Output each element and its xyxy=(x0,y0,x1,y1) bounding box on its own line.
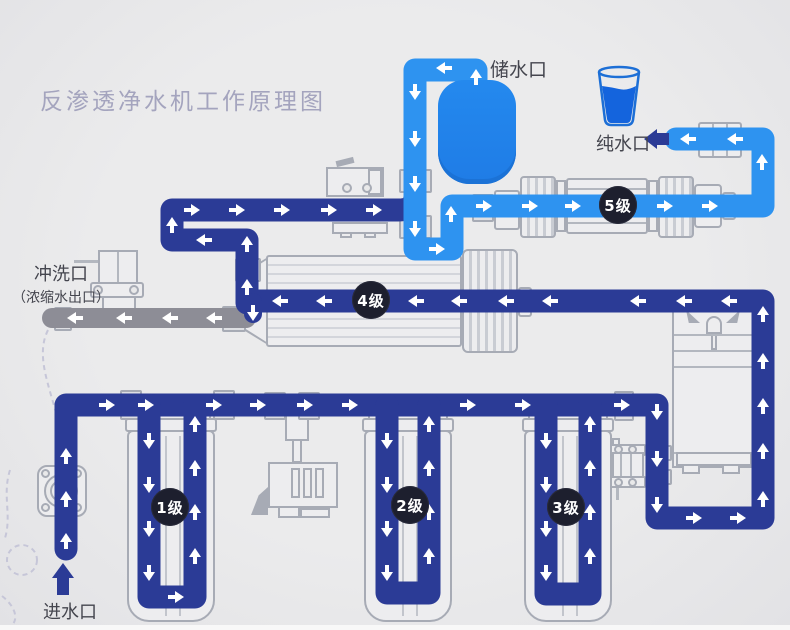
flow-arrow xyxy=(189,548,201,564)
flow-arrow xyxy=(498,295,514,307)
flow-arrow xyxy=(196,234,212,246)
flow-arrow xyxy=(757,491,769,507)
flow-arrow xyxy=(651,497,663,513)
flow-arrow xyxy=(584,416,596,432)
flow-arrow xyxy=(470,69,482,85)
flow-arrow xyxy=(423,460,435,476)
flow-arrow xyxy=(676,295,692,307)
inlet-port-label: 进水口 xyxy=(43,602,97,623)
flow-arrow xyxy=(143,521,155,537)
flow-arrow xyxy=(366,204,382,216)
flow-arrow xyxy=(60,448,72,464)
flow-arrow xyxy=(651,404,663,420)
stage-3-badge: 3级 xyxy=(547,488,585,526)
flow-arrow xyxy=(436,62,452,74)
stage-4-badge: 4级 xyxy=(352,281,390,319)
flow-arrow xyxy=(565,200,581,212)
flow-arrow xyxy=(272,295,288,307)
water-cup-icon xyxy=(597,65,641,127)
flow-arrow xyxy=(730,512,746,524)
flow-arrow xyxy=(584,504,596,520)
flow-arrow xyxy=(651,451,663,467)
flow-arrow xyxy=(757,443,769,459)
flow-arrow xyxy=(381,565,393,581)
flow-arrow xyxy=(476,200,492,212)
flow-arrow xyxy=(189,416,201,432)
flow-arrow xyxy=(409,221,421,237)
flow-arrow xyxy=(721,295,737,307)
flow-arrow xyxy=(445,206,457,222)
flow-arrow xyxy=(423,416,435,432)
flow-arrow xyxy=(206,312,222,324)
flow-arrow xyxy=(630,295,646,307)
flow-arrow xyxy=(162,312,178,324)
flow-arrow xyxy=(757,353,769,369)
flow-arrow xyxy=(184,204,200,216)
flow-arrow xyxy=(540,477,552,493)
flow-arrow xyxy=(408,295,424,307)
flow-arrow xyxy=(321,204,337,216)
flow-arrow xyxy=(99,399,115,411)
flow-arrow xyxy=(241,279,253,295)
flow-arrow xyxy=(451,295,467,307)
storage-port-label: 储水口 xyxy=(490,59,548,81)
flow-arrow xyxy=(540,433,552,449)
flush-port-label: 冲洗口 xyxy=(34,264,88,285)
flow-arrow xyxy=(727,133,743,145)
flow-arrow xyxy=(274,204,290,216)
flow-arrow xyxy=(247,305,259,321)
flow-arrow xyxy=(409,131,421,147)
flow-arrow xyxy=(116,312,132,324)
flow-arrow xyxy=(522,200,538,212)
flow-arrow xyxy=(297,399,313,411)
flow-arrow xyxy=(540,521,552,537)
flow-arrow xyxy=(584,460,596,476)
flow-arrow xyxy=(143,477,155,493)
flow-arrow xyxy=(409,176,421,192)
flow-arrow xyxy=(250,399,266,411)
flow-arrow xyxy=(206,399,222,411)
flow-arrow xyxy=(241,236,253,252)
flow-arrow xyxy=(60,533,72,549)
flow-arrow xyxy=(381,433,393,449)
flow-arrow xyxy=(429,243,445,255)
flow-arrow xyxy=(168,591,184,603)
flow-arrow xyxy=(657,200,673,212)
flow-arrow xyxy=(143,565,155,581)
pure-port-label: 纯水口 xyxy=(596,134,650,155)
flow-arrow xyxy=(757,306,769,322)
flow-arrow xyxy=(381,521,393,537)
flow-arrow xyxy=(542,295,558,307)
flow-arrow xyxy=(60,491,72,507)
flow-arrow xyxy=(229,204,245,216)
flow-arrow xyxy=(409,84,421,100)
flow-arrow xyxy=(515,399,531,411)
flow-arrow xyxy=(540,565,552,581)
flow-arrow xyxy=(189,460,201,476)
flow-arrow xyxy=(680,133,696,145)
flow-arrow xyxy=(67,312,83,324)
stage-5-badge: 5级 xyxy=(599,186,637,224)
flow-arrow xyxy=(584,548,596,564)
flow-arrow xyxy=(189,504,201,520)
flow-arrow xyxy=(614,399,630,411)
diagram-title: 反渗透净水机工作原理图 xyxy=(40,89,326,114)
flow-arrow xyxy=(166,217,178,233)
storage-tank xyxy=(438,80,516,184)
flow-arrow xyxy=(756,154,768,170)
stage-2-badge: 2级 xyxy=(391,486,429,524)
flow-arrow xyxy=(460,399,476,411)
flow-arrow xyxy=(702,200,718,212)
stage-1-badge: 1级 xyxy=(151,488,189,526)
flow-arrow xyxy=(686,512,702,524)
flow-arrow xyxy=(143,433,155,449)
flow-arrow xyxy=(138,399,154,411)
flush-port-sub-label: （浓缩水出口） xyxy=(12,290,110,306)
flow-arrow xyxy=(316,295,332,307)
flow-arrow xyxy=(381,477,393,493)
bottom-strip xyxy=(0,625,790,630)
flow-arrow xyxy=(423,548,435,564)
flow-arrow xyxy=(342,399,358,411)
flow-arrow xyxy=(757,398,769,414)
